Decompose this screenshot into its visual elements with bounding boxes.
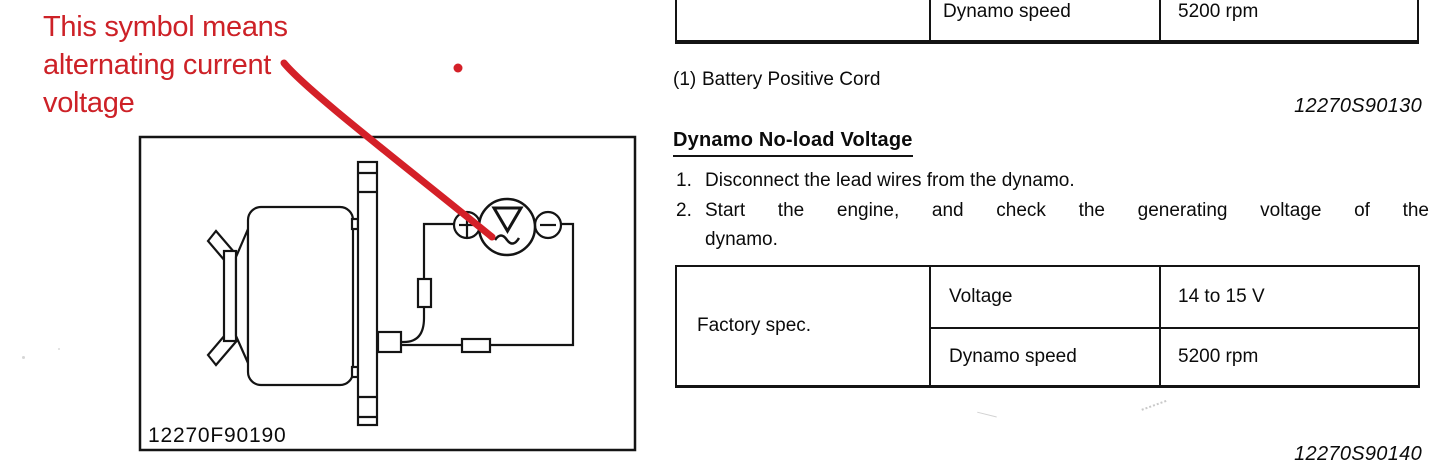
annotation-line: alternating current: [43, 49, 272, 81]
terminal-stub: [376, 330, 403, 354]
step-text: Start the engine, and check the generati…: [705, 196, 1429, 254]
step-2: 2. Start the engine, and check the gener…: [676, 196, 1429, 254]
figure-label: 12270F90190: [148, 424, 286, 447]
voltmeter-tilde: [493, 234, 521, 245]
table-cell-empty: [677, 0, 929, 40]
table-cell-value: 14 to 15 V: [1159, 267, 1418, 327]
circuit-wire-left: [400, 222, 454, 344]
section-heading: Dynamo No-load Voltage: [673, 129, 913, 157]
step-text: Disconnect the lead wires from the dynam…: [705, 170, 1075, 191]
reference-code-bottom: 12270S90140: [1294, 443, 1422, 465]
dynamo-test-figure: 12270F90190: [138, 59, 637, 452]
scan-artifact: [975, 411, 997, 426]
minus-terminal-icon: [533, 210, 563, 240]
resistor-vertical: [416, 277, 433, 309]
annotation-note: This symbol means alternating current vo…: [43, 8, 288, 122]
table-cell-rowheader: Factory spec.: [697, 315, 812, 336]
factory-spec-table: Factory spec. Voltage 14 to 15 V Dynamo …: [675, 265, 1420, 388]
ac-voltmeter-icon: [477, 197, 537, 257]
dynamo-flange-plate: [356, 160, 379, 427]
battery-charging-table: Dynamo speed 5200 rpm: [675, 0, 1419, 44]
annotation-line: This symbol means: [43, 11, 288, 43]
step-number: 1.: [676, 170, 692, 191]
figure-caption: (1) Battery Positive Cord: [673, 69, 880, 91]
scan-artifact: [1141, 399, 1171, 423]
table-cell-param: Dynamo speed: [929, 0, 1159, 40]
table-cell-value: 5200 rpm: [1159, 327, 1418, 385]
resistor-horizontal: [460, 337, 492, 354]
test-circuit: [376, 197, 575, 354]
step-text-line: Start the engine, and check the generati…: [705, 200, 1429, 221]
figure-frame: [138, 135, 637, 452]
annotation-arrow: [280, 59, 496, 241]
annotation-dot: [453, 63, 463, 73]
dynamo-drawing: [206, 160, 379, 427]
voltmeter-triangle: [491, 206, 524, 234]
table-cell-param: Voltage: [929, 267, 1159, 327]
table-cell-value: 5200 rpm: [1159, 0, 1417, 40]
step-1: 1. Disconnect the lead wires from the dy…: [676, 166, 1429, 195]
dynamo-body: [246, 205, 355, 387]
table-cell-param: Dynamo speed: [929, 327, 1159, 385]
caption-text: Battery Positive Cord: [702, 69, 881, 90]
reference-code-top: 12270S90130: [1294, 95, 1422, 117]
caption-index: (1): [673, 69, 697, 90]
annotation-line: voltage: [43, 87, 135, 119]
dynamo-pulley: [222, 249, 238, 343]
step-text-line: dynamo.: [705, 229, 778, 250]
step-number: 2.: [676, 200, 692, 221]
procedure-steps: 1. Disconnect the lead wires from the dy…: [676, 166, 1429, 255]
